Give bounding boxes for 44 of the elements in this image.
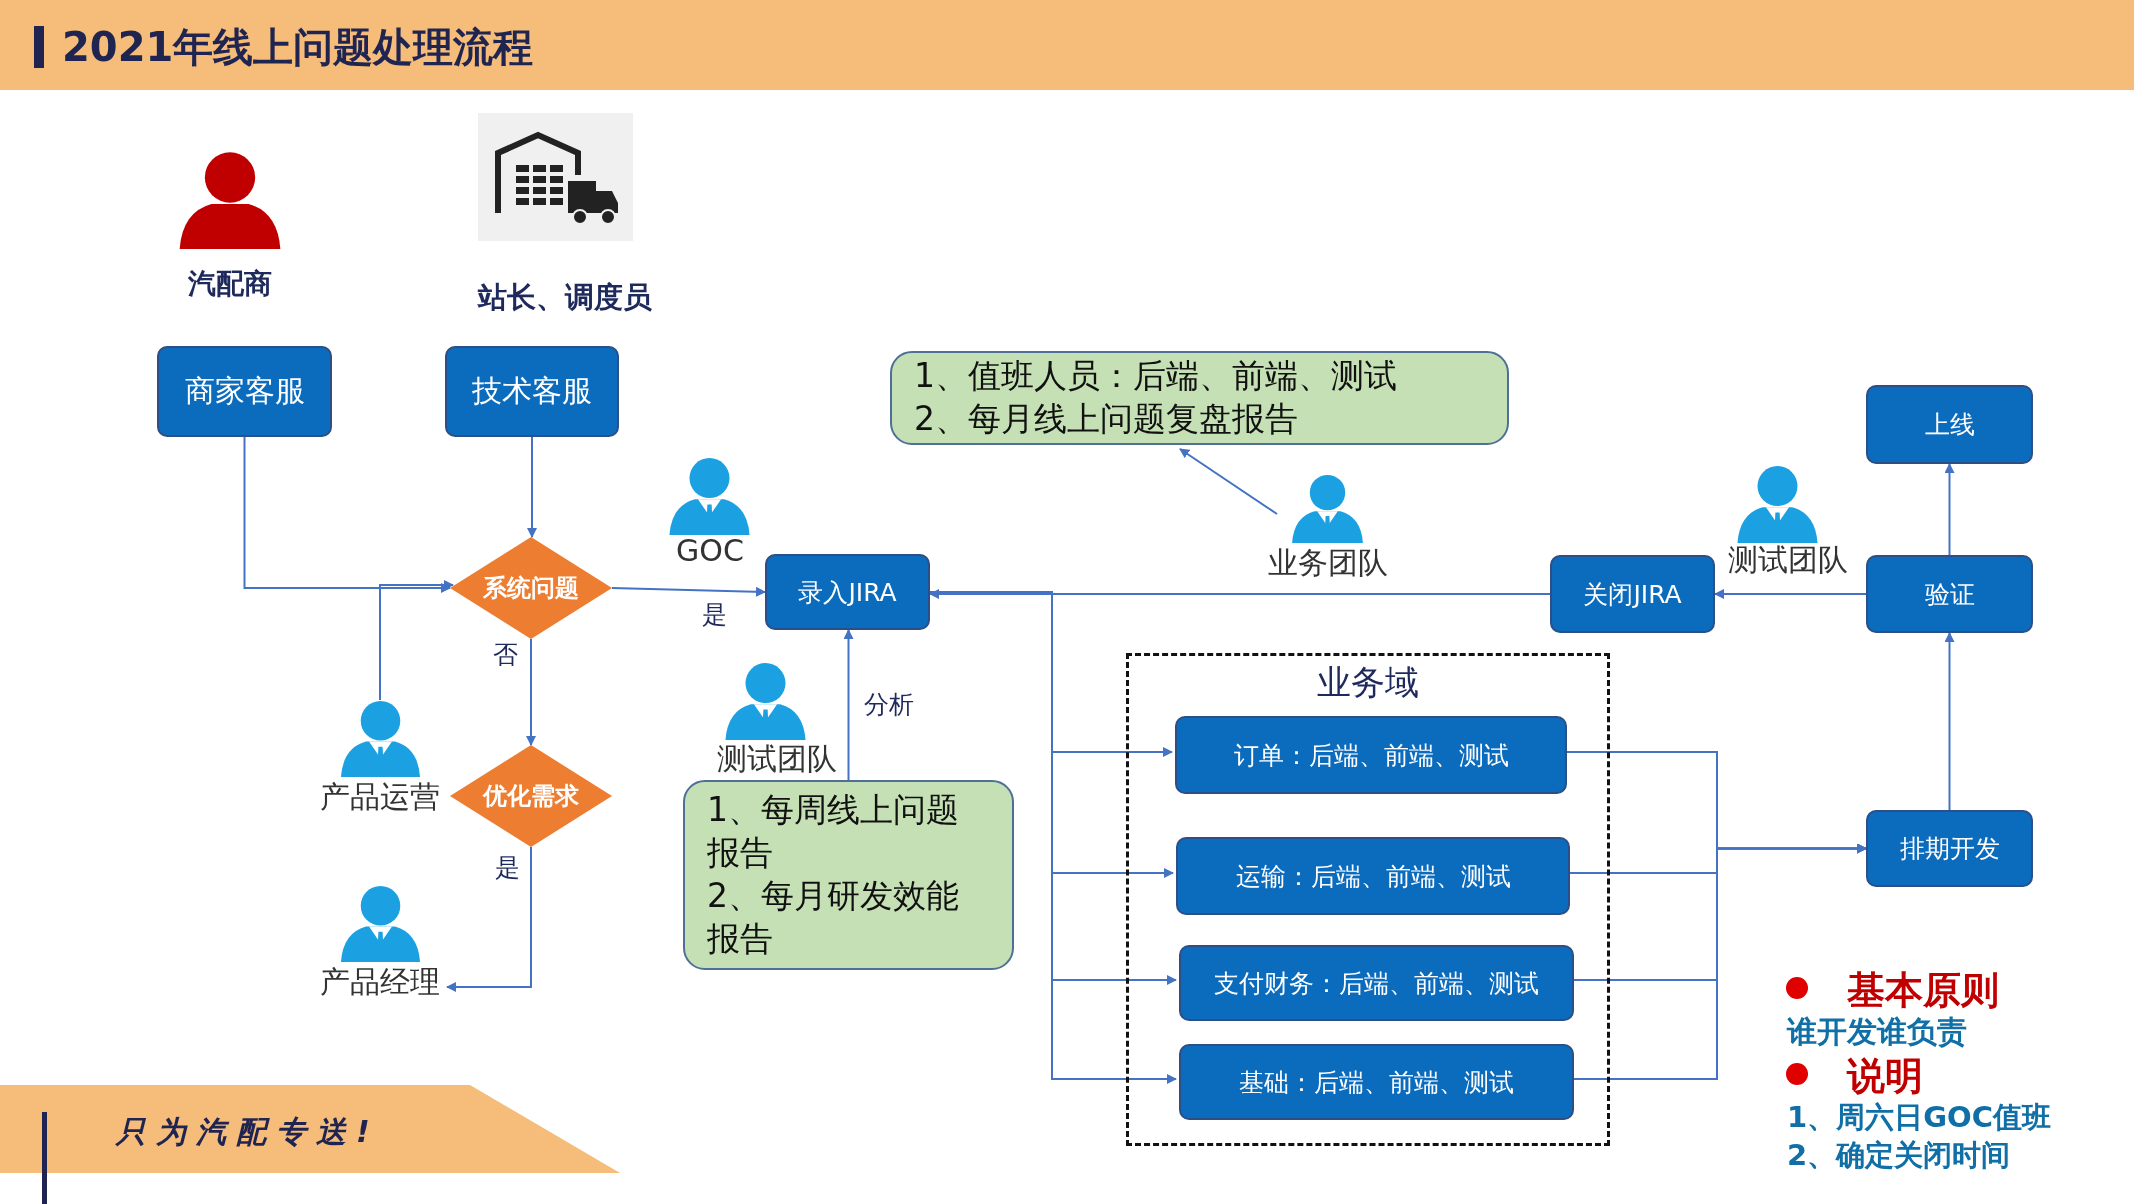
person-label: 产品经理	[320, 963, 440, 1001]
caption-text: 站长、调度员	[478, 278, 652, 316]
slogan-text: 只为汽配专送!	[116, 1113, 380, 1151]
caption-text: 测试团队	[1728, 541, 1848, 579]
connector-arrow	[446, 846, 532, 992]
process-box: 排期开发	[1866, 810, 2033, 887]
process-box: 基础：后端、前端、测试	[1179, 1044, 1574, 1120]
process-box: 商家客服	[157, 346, 332, 437]
process-box: 支付财务：后端、前端、测试	[1179, 945, 1574, 1021]
connector-arrow	[526, 638, 536, 746]
group-title: 业务域	[1316, 661, 1420, 704]
caption-text: 1、周六日GOC值班	[1787, 1098, 2051, 1136]
process-box: 运输：后端、前端、测试	[1176, 837, 1570, 915]
process-box: 验证	[1866, 555, 2033, 633]
connector-arrow	[1179, 448, 1278, 515]
caption-text: GOC	[676, 533, 744, 568]
caption-text: 谁开发谁负责	[1787, 1013, 1967, 1051]
process-box: 订单：后端、前端、测试	[1175, 716, 1567, 794]
connector-arrow	[611, 586, 766, 597]
note-box: 1、值班人员：后端、前端、测试 2、每月线上问题复盘报告	[890, 351, 1509, 445]
connector-arrow	[843, 629, 854, 781]
section-heading: 基本原则	[1847, 967, 1999, 1015]
caption-text: 测试团队	[717, 740, 837, 778]
caption-text: 2、确定关闭时间	[1787, 1136, 2011, 1174]
connector-arrow	[1944, 632, 1955, 811]
section-heading: 说明	[1847, 1053, 1923, 1101]
connector-arrow	[1944, 463, 1955, 556]
connector-arrow	[527, 436, 537, 538]
connector-arrow	[243, 436, 451, 593]
person-label: 业务团队	[1267, 544, 1388, 582]
decision-label: 系统问题	[483, 573, 579, 604]
diagram-title: 2021年线上问题处理流程	[62, 23, 534, 72]
connector-arrow	[379, 580, 454, 701]
note-box: 1、每周线上问题报告 2、每月研发效能报告	[683, 780, 1014, 970]
process-box: 关闭JIRA	[1550, 555, 1715, 633]
process-box: 录入JIRA	[765, 554, 930, 630]
person-label: 产品运营	[320, 778, 440, 816]
decision-label: 优化需求	[483, 781, 579, 812]
caption-text: 汽配商	[188, 266, 272, 303]
process-box: 上线	[1866, 385, 2033, 464]
group-frame	[1126, 653, 1610, 1146]
connector-arrow	[1714, 589, 1867, 599]
process-box: 技术客服	[445, 346, 619, 437]
connector-arrow	[929, 589, 1551, 599]
